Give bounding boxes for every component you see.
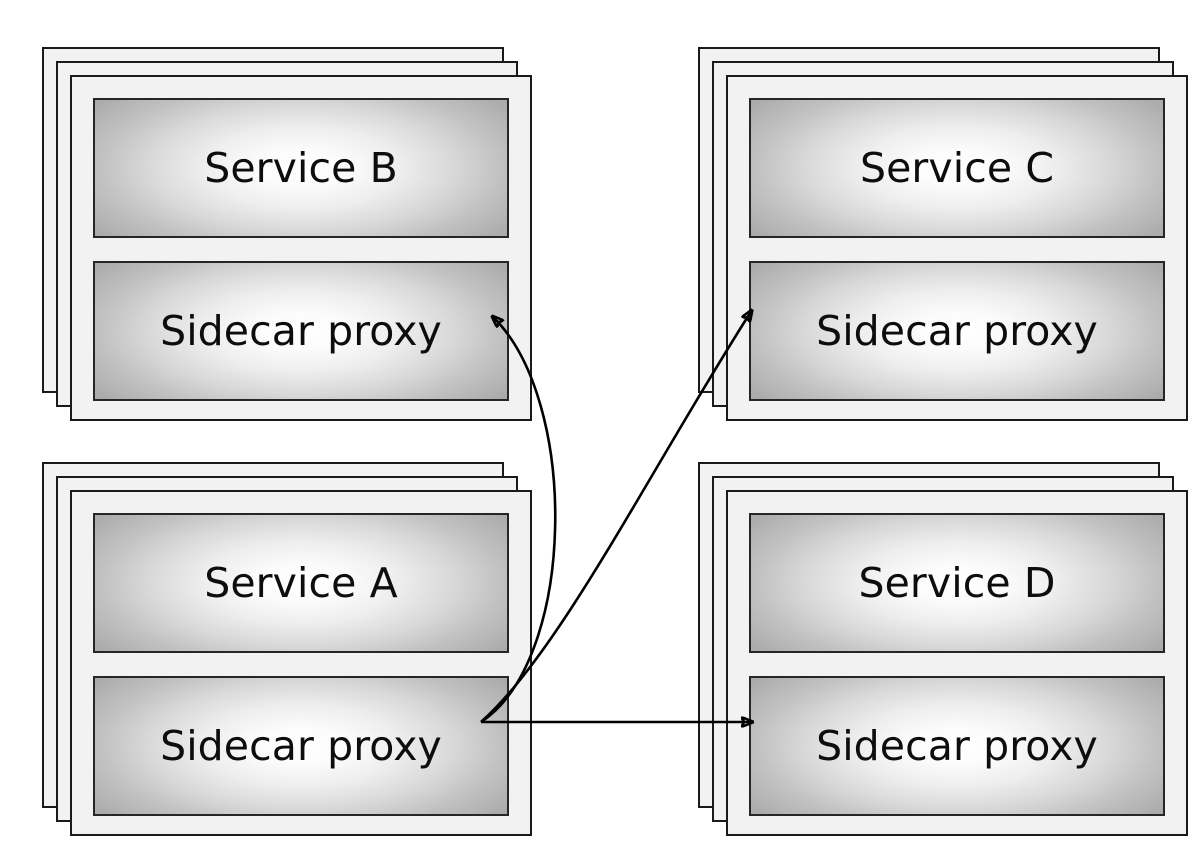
service-node-service-b[interactable]: Service B Sidecar proxy — [42, 47, 532, 421]
card-face-service-c: Service C Sidecar proxy — [726, 75, 1188, 421]
card-face-service-d: Service D Sidecar proxy — [726, 490, 1188, 836]
service-box-service-c[interactable]: Service C — [749, 98, 1165, 238]
card-face-service-a: Service A Sidecar proxy — [70, 490, 532, 836]
sidecar-proxy-label: Sidecar proxy — [816, 306, 1098, 355]
sidecar-proxy-box-service-c[interactable]: Sidecar proxy — [749, 261, 1165, 401]
service-box-service-a[interactable]: Service A — [93, 513, 509, 653]
service-node-service-c[interactable]: Service C Sidecar proxy — [698, 47, 1188, 421]
card-face-service-b: Service B Sidecar proxy — [70, 75, 532, 421]
service-label: Service B — [204, 143, 398, 192]
service-label: Service D — [858, 558, 1056, 607]
service-box-service-b[interactable]: Service B — [93, 98, 509, 238]
sidecar-proxy-label: Sidecar proxy — [160, 721, 442, 770]
service-box-service-d[interactable]: Service D — [749, 513, 1165, 653]
service-label: Service A — [204, 558, 398, 607]
service-node-service-d[interactable]: Service D Sidecar proxy — [698, 462, 1188, 836]
sidecar-proxy-label: Sidecar proxy — [160, 306, 442, 355]
service-label: Service C — [859, 143, 1055, 192]
sidecar-proxy-box-service-a[interactable]: Sidecar proxy — [93, 676, 509, 816]
sidecar-proxy-box-service-d[interactable]: Sidecar proxy — [749, 676, 1165, 816]
service-node-service-a[interactable]: Service A Sidecar proxy — [42, 462, 532, 836]
sidecar-proxy-label: Sidecar proxy — [816, 721, 1098, 770]
sidecar-proxy-box-service-b[interactable]: Sidecar proxy — [93, 261, 509, 401]
